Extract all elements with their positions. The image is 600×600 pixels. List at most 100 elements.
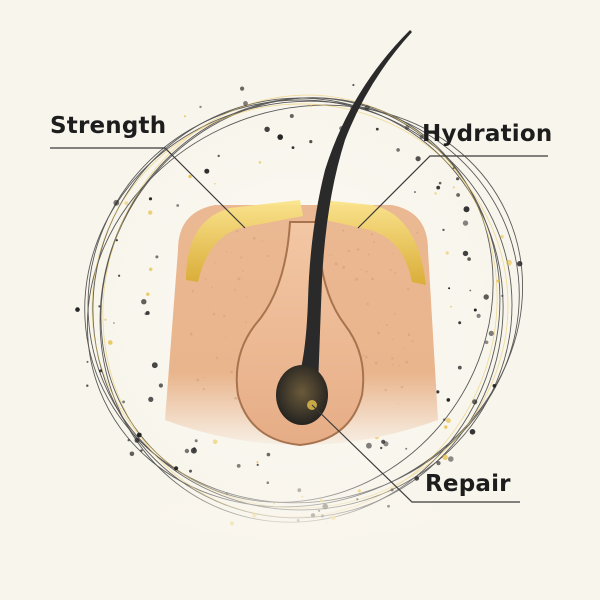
gold-layer-left — [186, 200, 303, 282]
skin-speckle — [234, 288, 237, 291]
skin-speckle — [334, 262, 338, 266]
particle — [148, 210, 153, 215]
hair-shaft — [296, 30, 412, 388]
skin-speckle — [240, 256, 242, 259]
particle — [469, 289, 472, 292]
skin-speckle — [237, 277, 241, 281]
skin-speckle — [383, 279, 385, 281]
particle — [148, 396, 154, 402]
skin-speckle — [402, 348, 405, 350]
particle — [86, 360, 89, 363]
particle — [438, 181, 442, 185]
skin-speckle — [393, 312, 396, 315]
particle — [446, 398, 451, 402]
skin-speckle — [365, 270, 368, 273]
label-repair: Repair — [425, 471, 511, 497]
skin-speckle — [377, 331, 380, 335]
particle — [158, 383, 163, 388]
particle — [469, 429, 476, 435]
skin-speckle — [356, 248, 360, 251]
particle — [310, 105, 313, 108]
skin-speckle — [215, 356, 219, 360]
particle — [113, 322, 115, 324]
particle — [462, 250, 469, 257]
particle — [155, 255, 159, 259]
skin-speckle — [225, 337, 227, 339]
particle — [436, 390, 440, 394]
particle — [214, 182, 216, 185]
particle — [445, 251, 449, 255]
skin-speckle — [365, 355, 368, 359]
skin-speckle — [229, 358, 231, 360]
skin-speckle — [202, 387, 205, 391]
particle — [352, 83, 355, 87]
particle — [483, 294, 489, 300]
skin-speckle — [373, 241, 376, 244]
particle — [456, 177, 460, 181]
skin-speckle — [245, 296, 248, 298]
particle — [419, 134, 424, 139]
skin-speckle — [191, 290, 194, 293]
skin-speckle — [407, 333, 411, 337]
skin-speckle — [397, 403, 399, 405]
skin-speckle — [223, 314, 226, 317]
skin-speckle — [267, 255, 270, 257]
particle — [176, 204, 180, 207]
particle — [145, 311, 150, 315]
particle — [151, 362, 158, 369]
particle — [240, 86, 245, 91]
particle — [414, 191, 416, 193]
particle — [506, 259, 512, 266]
skin-speckle — [367, 253, 370, 256]
skin-speckle — [234, 396, 237, 400]
particle — [217, 154, 220, 158]
skin-speckle — [398, 365, 400, 367]
hydration-leader-line — [357, 155, 548, 229]
skin-speckle — [416, 231, 419, 234]
label-strength: Strength — [50, 113, 167, 139]
skin-speckle — [411, 340, 414, 343]
skin-speckle — [253, 237, 256, 240]
skin-speckle — [366, 302, 369, 306]
skin-speckle — [230, 370, 234, 374]
particle — [289, 114, 294, 118]
skin-speckle — [208, 304, 210, 306]
skin-speckle — [385, 324, 388, 326]
skin-speckle — [392, 252, 394, 254]
particle — [124, 201, 129, 206]
particle — [375, 127, 379, 131]
particle — [442, 418, 446, 422]
particle — [184, 115, 186, 118]
particle — [264, 126, 270, 132]
particle — [457, 365, 462, 370]
skin-speckle — [362, 292, 364, 294]
particle — [458, 321, 462, 325]
skin-speckle — [235, 397, 238, 400]
particle — [148, 267, 153, 272]
particle — [434, 192, 437, 195]
particle — [141, 299, 147, 305]
skin-speckle — [400, 385, 404, 389]
particle — [445, 418, 451, 423]
particle — [277, 134, 284, 140]
particle — [148, 197, 153, 201]
skin-speckle — [390, 269, 392, 272]
particle — [86, 384, 89, 387]
skin-speckle — [230, 251, 232, 253]
skin-speckle — [362, 354, 365, 357]
skin-speckle — [371, 277, 374, 281]
skin-speckle — [261, 240, 263, 242]
particle — [104, 318, 107, 321]
particle — [463, 206, 470, 213]
particle — [488, 330, 494, 336]
skin-speckle — [196, 378, 200, 382]
particle — [452, 186, 455, 189]
skin-speckle — [384, 388, 387, 392]
particle — [448, 287, 451, 290]
particle — [473, 308, 477, 312]
particle — [108, 340, 113, 345]
particle — [484, 340, 489, 345]
skin-speckle — [225, 250, 227, 252]
